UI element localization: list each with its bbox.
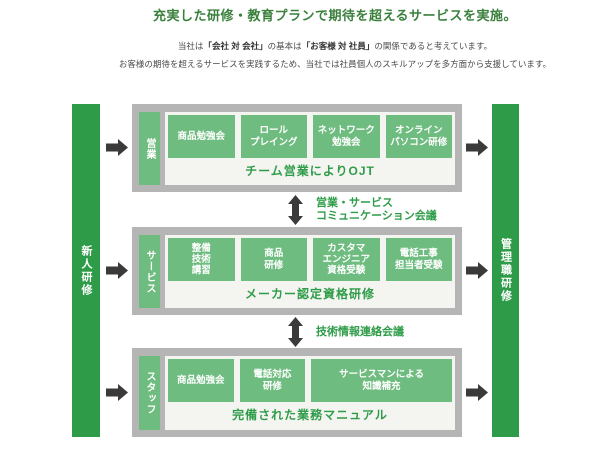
section-sales-footer: チーム営業によりOJT — [245, 163, 375, 178]
right-arrow-icon — [106, 139, 128, 156]
section-staff-label: スタッフ — [144, 371, 155, 415]
intro1-bold-company: 「会社 対 会社」 — [203, 41, 268, 51]
section-staff-footer: 完備された業務マニュアル — [232, 408, 388, 422]
section-service: サービス 整備 技術 講習 商品 研修 カスタマ エンジニア 資格受験 電話工事… — [132, 227, 462, 315]
training-box: 電話対応 研修 — [239, 359, 306, 402]
training-box: 整備 技術 講習 — [168, 238, 235, 281]
training-box: 電話工事 担当者受験 — [385, 238, 452, 281]
section-sales-label: 営業 — [144, 137, 155, 160]
section-sales-panel: 商品勉強会 ロール プレイング ネットワーク 勉強会 オンライン パソコン研修 … — [165, 112, 455, 185]
training-box: 商品 研修 — [240, 238, 307, 281]
section-staff-boxes: 商品勉強会 電話対応 研修 サービスマンによる 知識補充 — [168, 359, 453, 402]
section-service-label-box: サービス — [139, 235, 160, 308]
intro-line-1: 当社は「会社 対 会社」の基本は「お客様 対 社員」の関係であると考えています。 — [80, 40, 590, 52]
page-title: 充実した研修・教育プランで期待を超えるサービスを実施。 — [152, 8, 518, 23]
newcomer-training-bar: 新人研修 — [72, 104, 100, 437]
right-arrow-icon — [106, 384, 128, 401]
intro1-pre: 当社は — [177, 41, 204, 51]
newcomer-training-label: 新人研修 — [80, 244, 92, 297]
right-arrow-icon — [466, 139, 488, 156]
double-arrow-icon — [288, 317, 303, 347]
section-service-label: サービス — [144, 249, 155, 294]
section-staff-label-box: スタッフ — [139, 356, 160, 430]
training-box: カスタマ エンジニア 資格受験 — [313, 238, 380, 281]
right-arrow-icon — [466, 262, 488, 279]
section-staff-panel: 商品勉強会 電話対応 研修 サービスマンによる 知識補充 完備された業務マニュア… — [165, 356, 455, 430]
section-service-panel: 整備 技術 講習 商品 研修 カスタマ エンジニア 資格受験 電話工事 担当者受… — [165, 235, 455, 308]
intro1-post: の関係であると考えています。 — [374, 41, 493, 51]
intro1-bold-customer: 「お客様 対 社員」 — [301, 41, 375, 51]
connector-sales-service: 営業・サービス コミュニケーション会議 — [288, 195, 437, 225]
training-box: 商品勉強会 — [168, 359, 234, 402]
section-service-boxes: 整備 技術 講習 商品 研修 カスタマ エンジニア 資格受験 電話工事 担当者受… — [168, 238, 452, 281]
intro1-mid: の基本は — [267, 41, 302, 51]
management-training-label: 管理職研修 — [499, 238, 512, 303]
training-box: ロール プレイング — [240, 115, 307, 158]
section-service-footer: メーカー認定資格研修 — [244, 286, 375, 301]
intro-line-2: お客様の期待を超えるサービスを実践するため、当社では社員個人のスキルアップを多方… — [118, 59, 552, 69]
double-arrow-icon — [288, 195, 303, 225]
connector-service-staff: 技術情報連絡会議 — [288, 317, 404, 347]
training-box: ネットワーク 勉強会 — [313, 115, 380, 158]
section-sales-boxes: 商品勉強会 ロール プレイング ネットワーク 勉強会 オンライン パソコン研修 — [168, 115, 452, 158]
section-sales-label-box: 営業 — [139, 112, 160, 185]
connector-sales-service-label: 営業・サービス コミュニケーション会議 — [316, 197, 437, 222]
management-training-bar: 管理職研修 — [492, 104, 519, 437]
right-arrow-icon — [466, 384, 488, 401]
training-box: サービスマンによる 知識補充 — [311, 359, 453, 402]
connector-service-staff-label: 技術情報連絡会議 — [316, 325, 404, 338]
right-arrow-icon — [106, 262, 128, 279]
section-sales: 営業 商品勉強会 ロール プレイング ネットワーク 勉強会 オンライン パソコン… — [132, 104, 462, 192]
section-staff: スタッフ 商品勉強会 電話対応 研修 サービスマンによる 知識補充 完備された業… — [132, 348, 462, 437]
training-box: オンライン パソコン研修 — [385, 115, 452, 158]
training-box: 商品勉強会 — [168, 115, 235, 158]
